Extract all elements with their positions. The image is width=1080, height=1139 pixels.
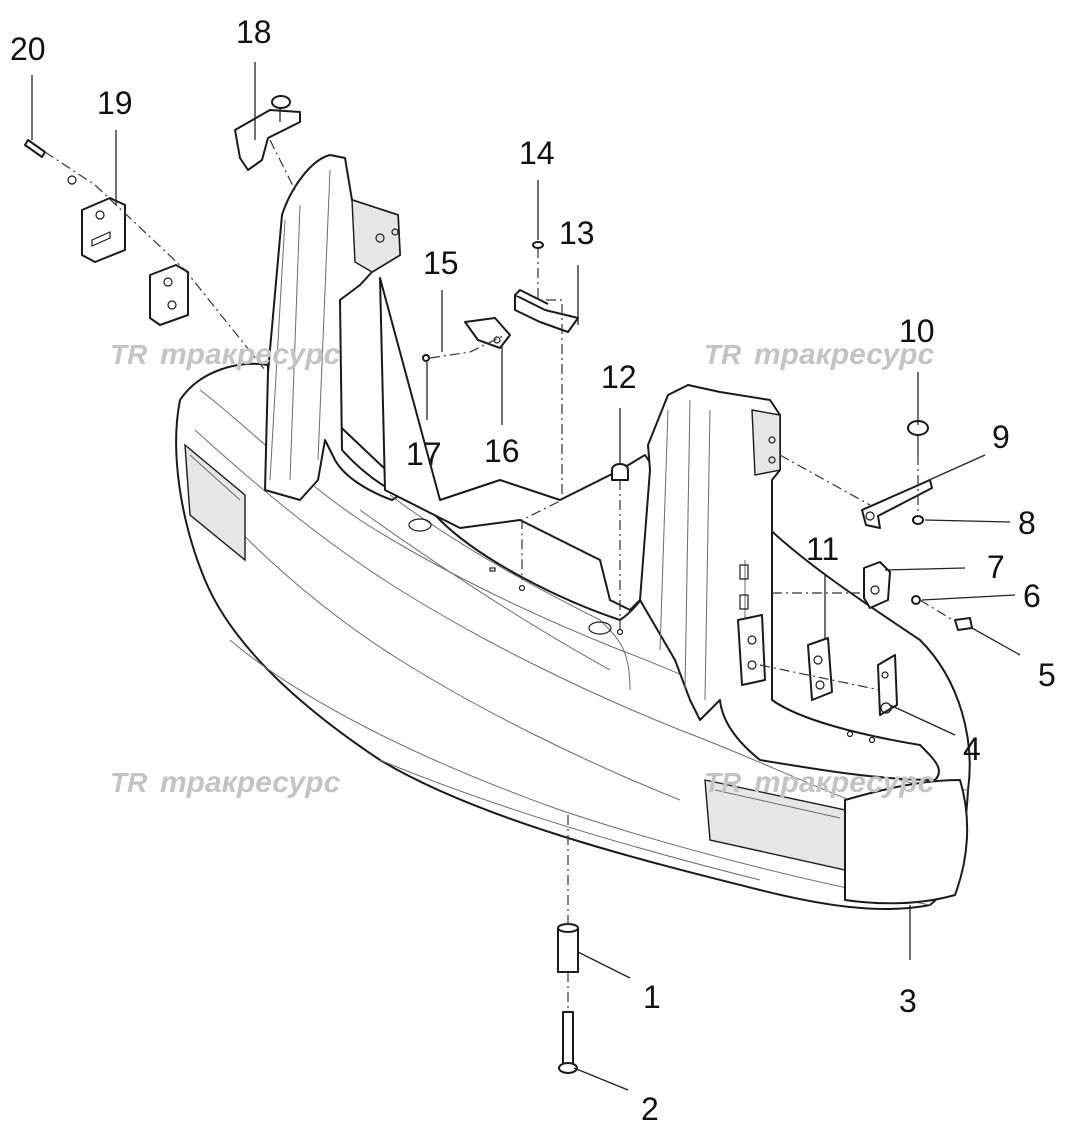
callout-17: 17 (406, 436, 442, 472)
callout-6: 6 (1023, 578, 1041, 614)
watermark-logo: TR (704, 339, 742, 370)
sleeve-1 (557, 923, 579, 973)
watermark-top-left: TR тракресурс (110, 338, 341, 371)
callout-16: 16 (484, 433, 520, 469)
callout-9: 9 (992, 419, 1010, 455)
callout-12: 12 (601, 359, 637, 395)
assembly-lines (44, 139, 957, 1012)
bracket-18 (234, 95, 301, 171)
bolt-20 (24, 139, 77, 185)
leader-lines (31, 62, 1021, 1091)
plate-11 (807, 637, 833, 701)
watermark-top-right: TR тракресурс (704, 338, 935, 371)
washer-6 (911, 595, 921, 605)
pin-17 (422, 354, 430, 362)
watermark-text: тракресурс (754, 766, 935, 799)
watermark-text: тракресурс (160, 766, 341, 799)
bolt-2 (558, 1011, 578, 1074)
watermark-logo: TR (110, 339, 148, 370)
callout-8: 8 (1018, 505, 1036, 541)
callout-4: 4 (963, 731, 981, 767)
watermark-bottom-left: TR тракресурс (110, 766, 341, 799)
watermark-logo: TR (704, 767, 742, 798)
bracket-7 (863, 561, 891, 609)
callout-3: 3 (899, 983, 917, 1019)
plug-12 (611, 463, 629, 481)
watermark-text: тракресурс (754, 338, 935, 371)
callout-10: 10 (899, 313, 935, 349)
callout-20: 20 (10, 31, 46, 67)
bracket-16 (464, 317, 511, 349)
callout-1: 1 (643, 979, 661, 1015)
callout-5: 5 (1038, 657, 1056, 693)
right-upright-arm (639, 384, 940, 781)
callout-14: 14 (519, 135, 555, 171)
callout-18: 18 (236, 14, 272, 50)
callout-labels: 1 2 3 4 5 6 7 8 9 10 11 12 13 14 15 16 1… (10, 14, 1056, 1127)
callout-19: 19 (97, 85, 133, 121)
plate-19 (81, 197, 126, 263)
watermark-text: тракресурс (160, 338, 341, 371)
bolt-5 (954, 617, 973, 631)
callout-11: 11 (806, 531, 839, 567)
callout-7: 7 (987, 549, 1005, 585)
bracket-13 (514, 289, 579, 333)
nut-8 (912, 515, 924, 525)
callout-13: 13 (559, 215, 595, 251)
bracket-4 (877, 654, 898, 716)
washer-14 (532, 241, 544, 249)
watermark-logo: TR (110, 767, 148, 798)
left-upright-arm (264, 154, 401, 501)
callout-2: 2 (641, 1091, 659, 1127)
bolt-10 (907, 420, 929, 455)
bumper-body (175, 362, 971, 911)
watermark-bottom-right: TR тракресурс (704, 766, 935, 799)
callout-15: 15 (423, 245, 459, 281)
plate-back-left (149, 264, 189, 326)
